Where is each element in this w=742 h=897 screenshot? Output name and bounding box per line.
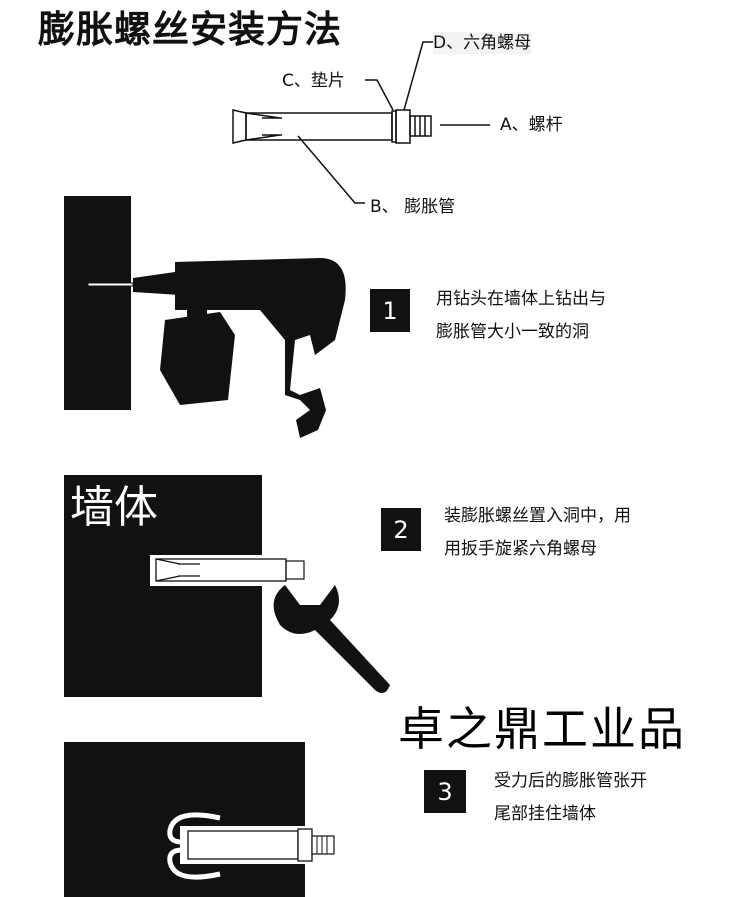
drill-handle-joint (187, 300, 207, 320)
step1-illustration (64, 196, 346, 438)
tube-slits (245, 112, 282, 141)
leader-d (403, 41, 433, 111)
tube-flare (232, 109, 247, 144)
step-3-text: 受力后的膨胀管张开 尾部挂住墙体 (494, 765, 647, 831)
drill-chuck (133, 272, 180, 295)
step-1-line-2: 膨胀管大小一致的洞 (436, 322, 589, 342)
step-3-line-2: 尾部挂住墙体 (494, 804, 596, 824)
watermark: 卓之鼎工业品 (398, 702, 686, 756)
drill-bit (87, 282, 134, 287)
anchor-nut (285, 560, 305, 580)
step-1-line-1: 用钻头在墙体上钻出与 (436, 289, 606, 309)
hex-nut (395, 109, 411, 144)
threaded-end (311, 835, 335, 855)
nut (297, 828, 313, 862)
thread-lines (414, 116, 426, 136)
step-3-badge: 3 (424, 770, 466, 813)
label-hex-nut: D、六角螺母 (433, 32, 532, 54)
thread-lines (316, 836, 328, 854)
label-washer: C、垫片 (282, 71, 345, 91)
step2-illustration (64, 475, 390, 697)
leader-c (365, 79, 394, 111)
step-2-badge: 2 (381, 508, 421, 551)
anchor-bolt-diagram (232, 41, 490, 204)
step-2-line-2: 用扳手旋紧六角螺母 (444, 539, 597, 559)
hole (180, 826, 305, 864)
drill-body (175, 258, 346, 438)
label-expansion-tube: B、 膨胀管 (370, 197, 456, 217)
step-3-line-1: 受力后的膨胀管张开 (494, 771, 647, 791)
wall (64, 196, 131, 410)
step-1-text: 用钻头在墙体上钻出与 膨胀管大小一致的洞 (436, 283, 606, 349)
page-title: 膨胀螺丝安装方法 (38, 8, 342, 51)
wrench (273, 585, 390, 694)
hand (160, 312, 235, 405)
step3-illustration (64, 742, 335, 897)
leader-b (297, 135, 365, 204)
expansion-tube (245, 112, 393, 141)
step-2-text: 装膨胀螺丝置入洞中，用 用扳手旋紧六角螺母 (444, 500, 631, 566)
anchor-slits (155, 558, 200, 582)
step-1-badge: 1 (370, 289, 410, 332)
expanded-flare (167, 812, 221, 880)
wall-label: 墙体 (70, 482, 158, 533)
wall (64, 742, 305, 897)
label-screw-rod: A、螺杆 (500, 115, 563, 135)
step-2-line-1: 装膨胀螺丝置入洞中，用 (444, 506, 631, 526)
